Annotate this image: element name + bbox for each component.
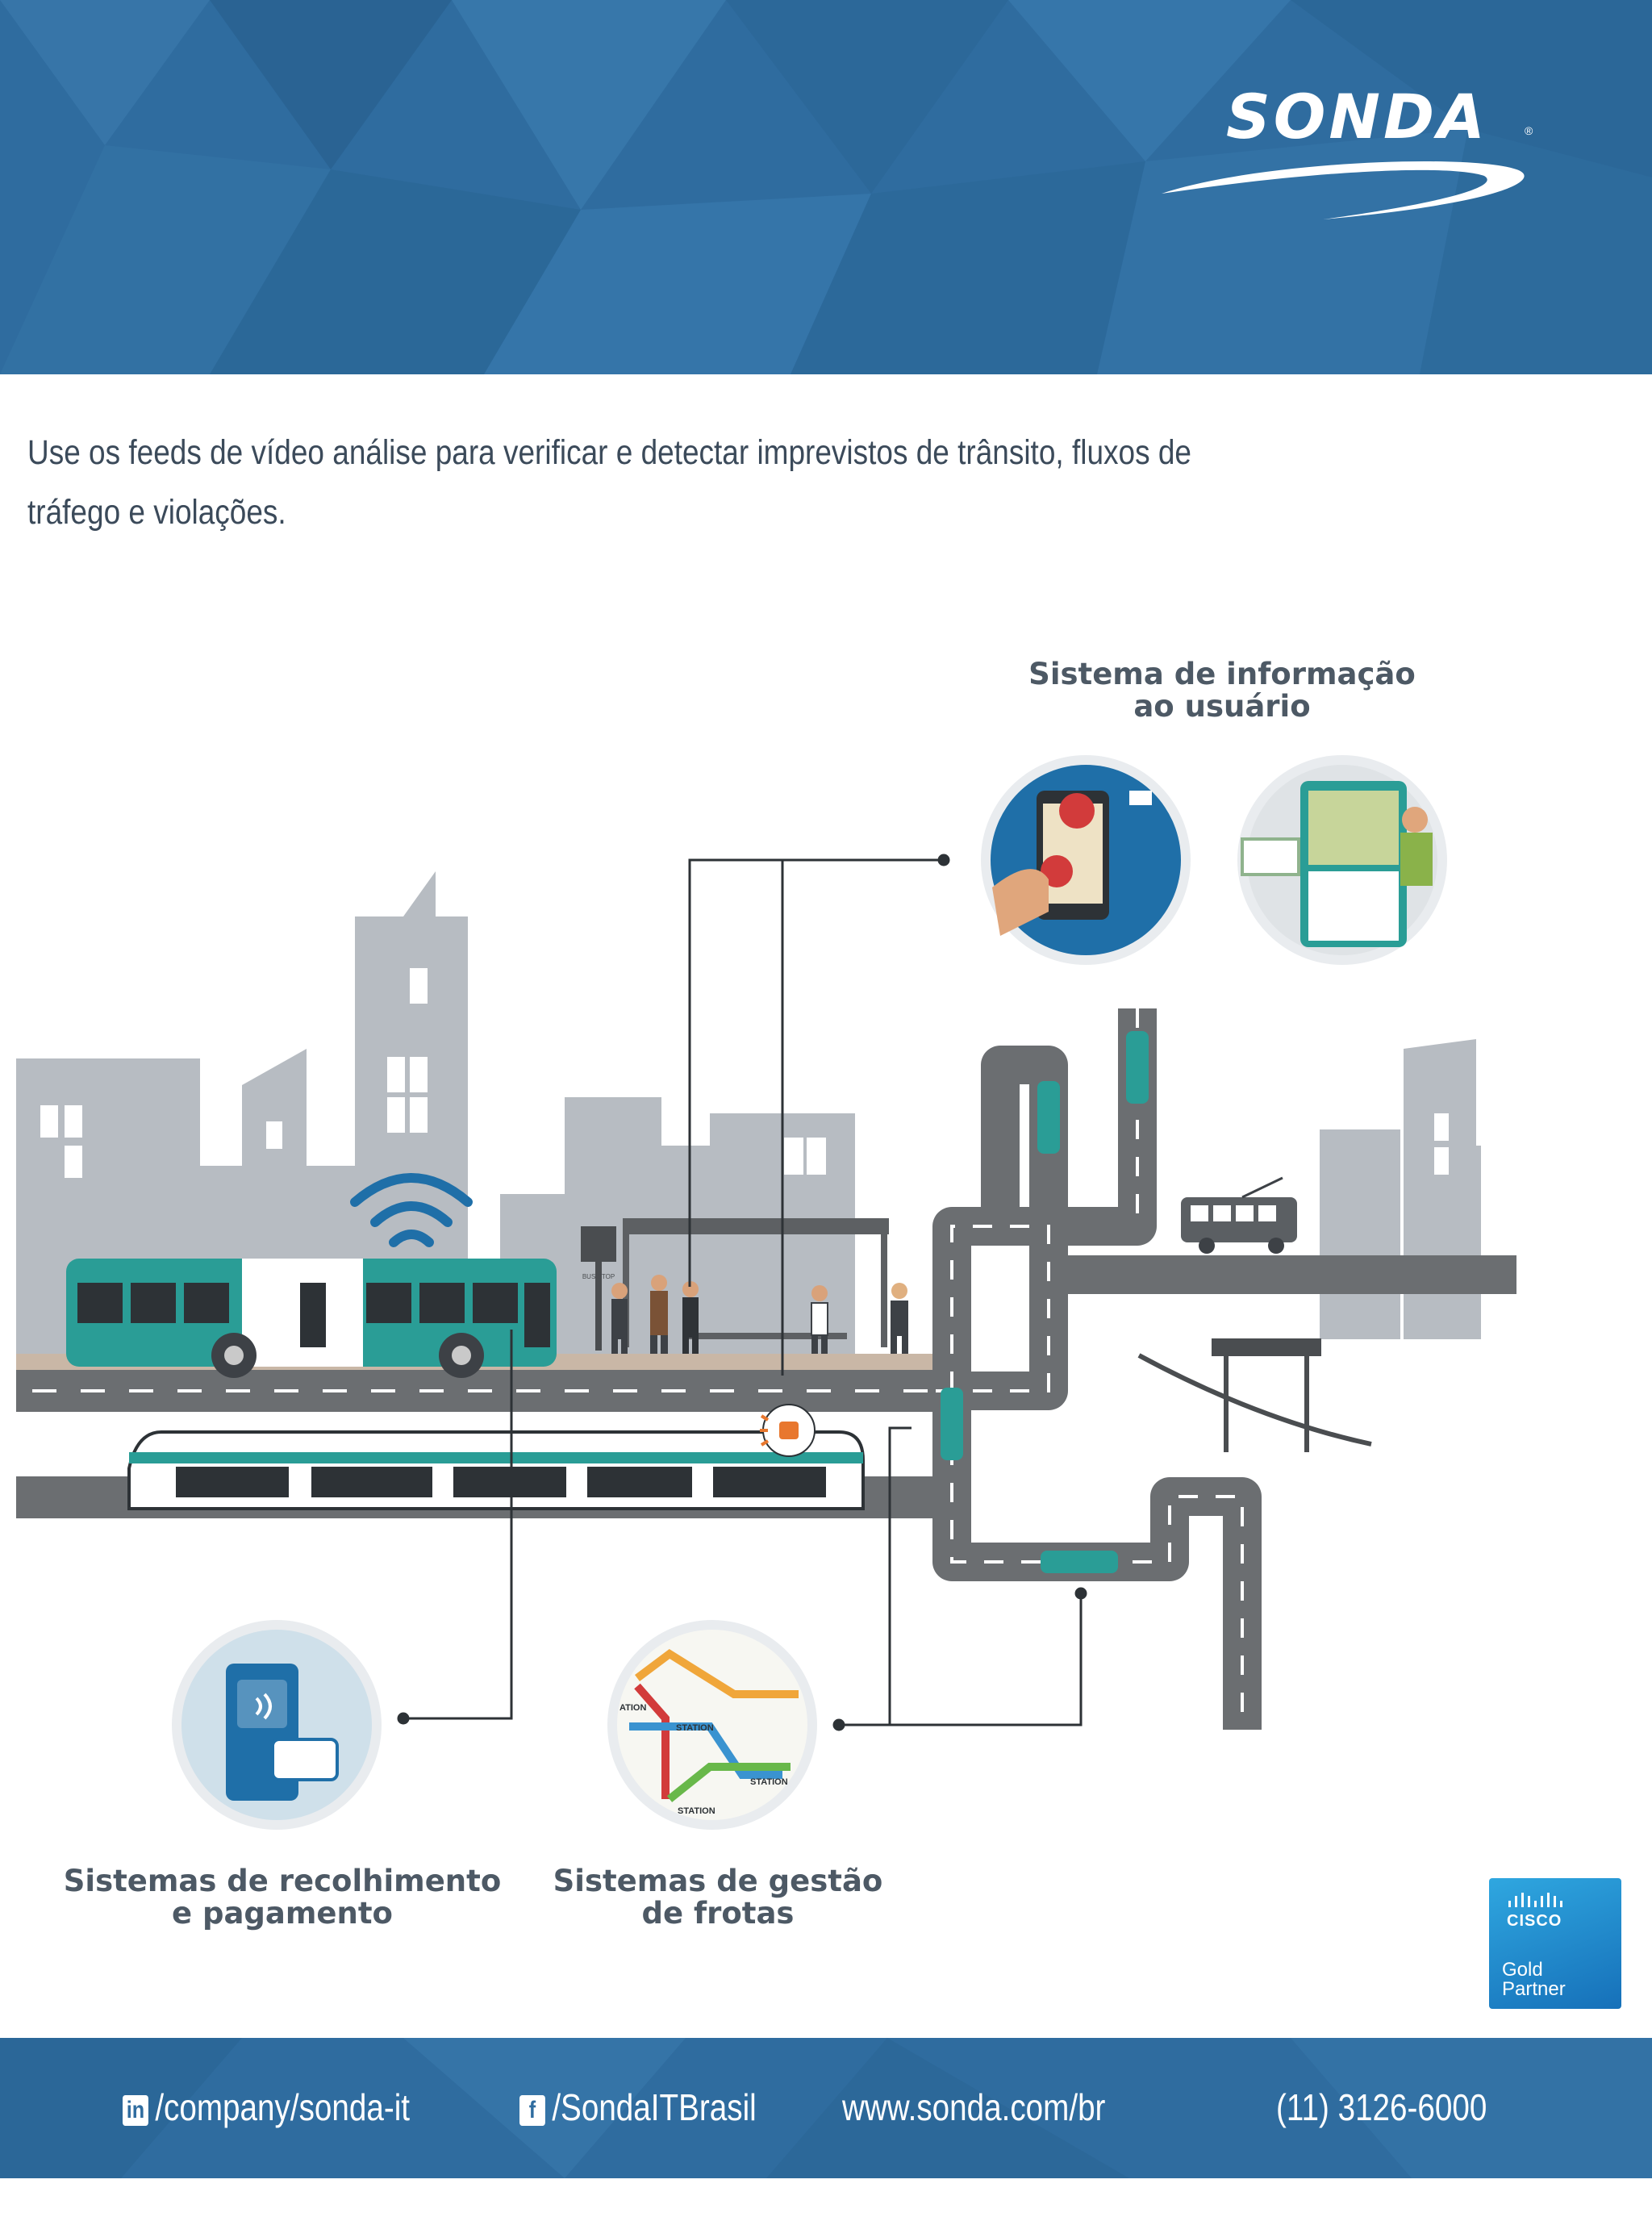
metro-label-2: STATION xyxy=(750,1777,788,1787)
caption-fleet: Sistemas de gestão de frotas xyxy=(532,1865,903,1930)
metro-map-icon: STATION STATION ATION STATION xyxy=(607,1620,817,1830)
cisco-tier-line2: Partner xyxy=(1502,1978,1566,2000)
city-bus xyxy=(66,1259,557,1378)
logo-registered-mark: ® xyxy=(1525,124,1533,137)
caption-payment-line1: Sistemas de recolhimento xyxy=(63,1864,502,1898)
header-pattern xyxy=(0,0,1652,374)
wifi-icon xyxy=(350,1173,473,1247)
cisco-brand: CISCO xyxy=(1507,1912,1562,1930)
light-rail-train xyxy=(127,1404,865,1510)
footer-pattern xyxy=(0,2038,1652,2178)
waiting-passengers xyxy=(611,1275,908,1362)
metro-label-1: STATION xyxy=(676,1723,714,1733)
caption-fleet-line1: Sistemas de gestão xyxy=(553,1864,883,1898)
caption-payment: Sistemas de recolhimento e pagamento xyxy=(48,1865,516,1930)
footer-facebook-text: /SondaITBrasil xyxy=(552,2086,757,2128)
footer-website-link[interactable]: www.sonda.com/br xyxy=(842,2086,1106,2128)
intro-paragraph: Use os feeds de vídeo análise para verif… xyxy=(27,433,1191,532)
trolleybus xyxy=(1181,1176,1297,1254)
sonda-logo: SONDA ® xyxy=(1162,81,1549,234)
caption-user-info-line2: ao usuário xyxy=(1133,689,1311,724)
caption-user-info-line1: Sistema de informação xyxy=(1028,657,1416,691)
logo-wordmark: SONDA xyxy=(1226,81,1488,152)
fleet-vehicles xyxy=(941,1031,1149,1573)
cisco-tier: Gold Partner xyxy=(1502,1960,1566,1999)
metro-label-4: STATION xyxy=(678,1806,715,1816)
cisco-bars-icon xyxy=(1508,1893,1562,1907)
bus-stop-sign: BUS STOP xyxy=(582,1273,615,1280)
footer-phone: (11) 3126-6000 xyxy=(1276,2086,1487,2128)
cisco-tier-line1: Gold xyxy=(1502,1959,1543,1981)
connector-lines xyxy=(397,854,1087,1731)
winding-road-markings xyxy=(936,1008,1244,1730)
logo-swoosh xyxy=(1162,161,1525,219)
footer-bar: in/company/sonda-it f/SondaITBrasil www.… xyxy=(0,2038,1652,2178)
caption-fleet-line2: de frotas xyxy=(641,1896,795,1931)
linkedin-icon: in xyxy=(123,2094,148,2126)
footer-facebook-link[interactable]: f/SondaITBrasil xyxy=(519,2085,757,2130)
footer-linkedin-link[interactable]: in/company/sonda-it xyxy=(123,2085,410,2130)
facebook-icon: f xyxy=(519,2094,545,2126)
caption-payment-line2: e pagamento xyxy=(172,1896,393,1931)
kiosk-map-icon xyxy=(1237,755,1447,965)
alarm-icon xyxy=(760,1414,799,1447)
caption-user-info: Sistema de informação ao usuário xyxy=(968,658,1476,723)
building-windows xyxy=(40,968,1449,1178)
footer-linkedin-text: /company/sonda-it xyxy=(155,2086,411,2128)
contactless-card-icon xyxy=(172,1620,382,1830)
header-banner: SONDA ® xyxy=(0,0,1652,374)
cisco-gold-partner-badge: CISCO Gold Partner xyxy=(1489,1878,1621,2009)
phone-map-icon xyxy=(981,755,1191,965)
metro-label-3: ATION xyxy=(620,1703,646,1713)
viaduct xyxy=(1137,1338,1372,1452)
transit-illustration: BUS STOP xyxy=(16,755,1516,1830)
